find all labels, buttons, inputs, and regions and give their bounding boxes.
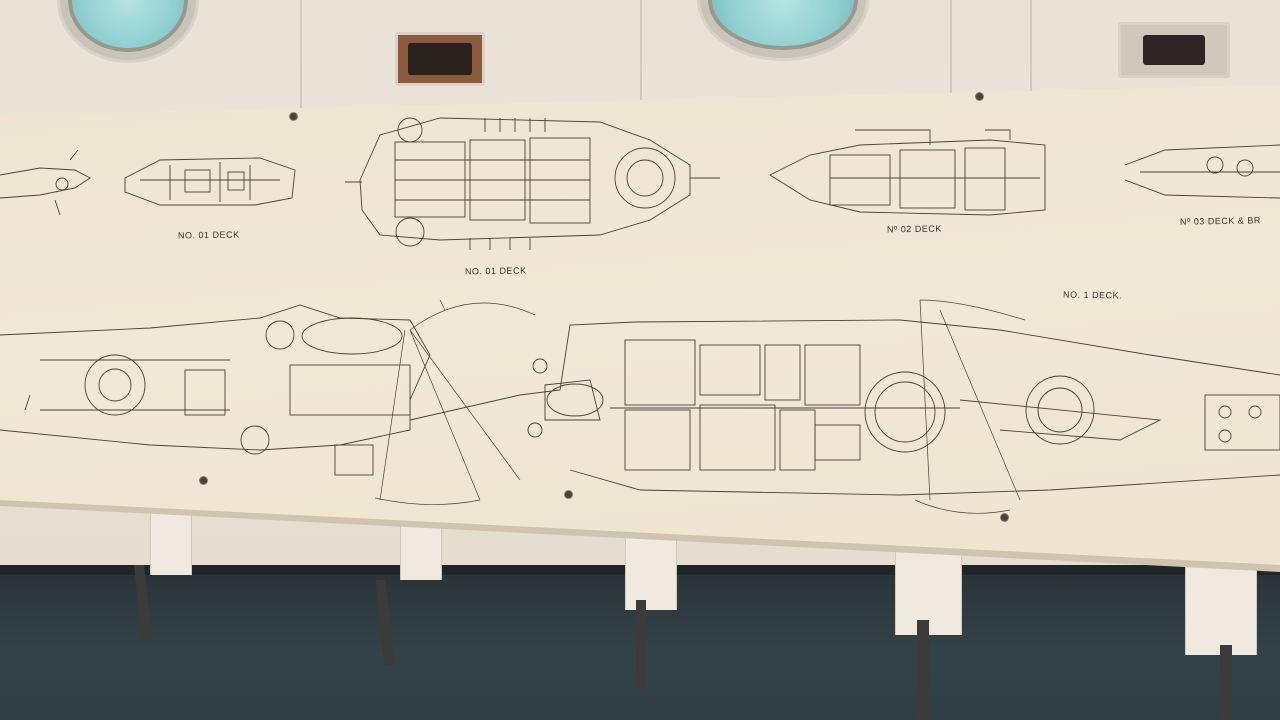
deck-plan-no1-right (409, 319, 1280, 496)
deck-plan-no01-main (345, 117, 720, 250)
wall-seam (300, 0, 302, 110)
electrical-outlet-left (395, 32, 485, 86)
deck-plan-no01-outline (124, 157, 296, 206)
wall-seam (1030, 0, 1032, 110)
mounting-screw (290, 113, 297, 120)
deck-plan-no01-small (0, 149, 91, 216)
deck-plan-no03 (1124, 144, 1280, 199)
mounting-screw (976, 93, 983, 100)
mounting-screw (200, 477, 207, 484)
deck-plan-no02 (769, 129, 1046, 216)
wall-rib (1185, 565, 1257, 655)
label-no01-deck-main: NO. 01 DECK (464, 265, 527, 277)
mounting-screw (1001, 514, 1008, 521)
label-no1-deck: NO. 1 DECK. (1062, 289, 1123, 301)
wall-seam (950, 0, 952, 110)
electrical-outlet-right (1118, 22, 1230, 78)
mounting-screw (565, 491, 572, 498)
wall-seam (640, 0, 642, 110)
label-no02-deck: Nº 02 DECK (886, 223, 942, 235)
label-no01-deck-small: NO. 01 DECK (177, 229, 240, 241)
support-bracket (1220, 645, 1232, 720)
support-bracket (917, 620, 929, 720)
support-bracket (636, 600, 646, 690)
wall-rib (625, 530, 677, 610)
label-no03-deck-bridge: Nº 03 DECK & BR (1179, 215, 1261, 227)
deck-plan-sector-arcs (374, 299, 1026, 514)
wall-rib (150, 505, 192, 575)
deck-plan-no1-left (0, 304, 431, 476)
